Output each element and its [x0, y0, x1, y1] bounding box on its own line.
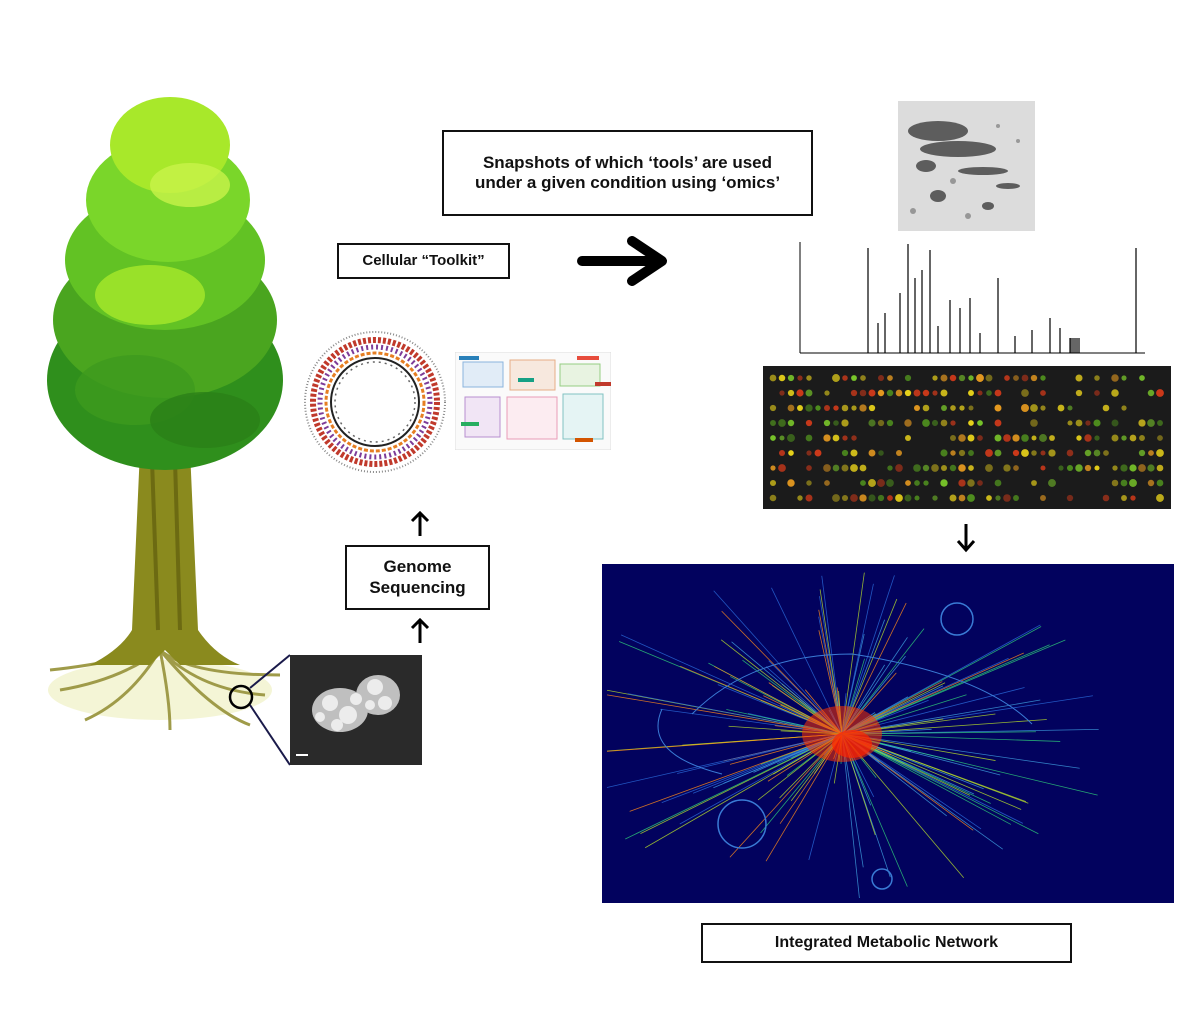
integrated-network-label: Integrated Metabolic Network [701, 923, 1072, 963]
omics-snapshot-text: Snapshots of which ‘tools’ are used unde… [474, 152, 781, 192]
arrow-up-top [410, 510, 430, 536]
tree-foliage [47, 97, 283, 470]
arrow-right [577, 236, 667, 286]
tree-trunk [90, 450, 240, 665]
cellular-toolkit-label: Cellular “Toolkit” [337, 243, 510, 279]
integrated-network-text: Integrated Metabolic Network [774, 934, 999, 952]
zoom-lines [249, 654, 291, 766]
microarray-image [763, 366, 1171, 509]
cellular-toolkit-text: Cellular “Toolkit” [362, 252, 485, 269]
genome-sequencing-text: Genome Sequencing [369, 557, 465, 598]
protein-gel-image [898, 101, 1035, 231]
genome-line-1: Genome [383, 557, 452, 577]
circular-genome-map [304, 331, 446, 473]
arrow-down [956, 524, 976, 553]
omics-snapshot-label: Snapshots of which ‘tools’ are used unde… [442, 130, 813, 216]
arrow-up-bottom [410, 617, 430, 643]
electron-micrograph [290, 655, 422, 765]
genome-sequencing-label: Genome Sequencing [345, 545, 490, 610]
metabolic-network-image [602, 564, 1174, 903]
tree-illustration [47, 97, 283, 731]
pathway-map [455, 352, 611, 450]
magnifier-circle [228, 684, 254, 710]
genome-line-2: Sequencing [369, 577, 466, 597]
mass-spectrum-plot [770, 238, 1158, 360]
